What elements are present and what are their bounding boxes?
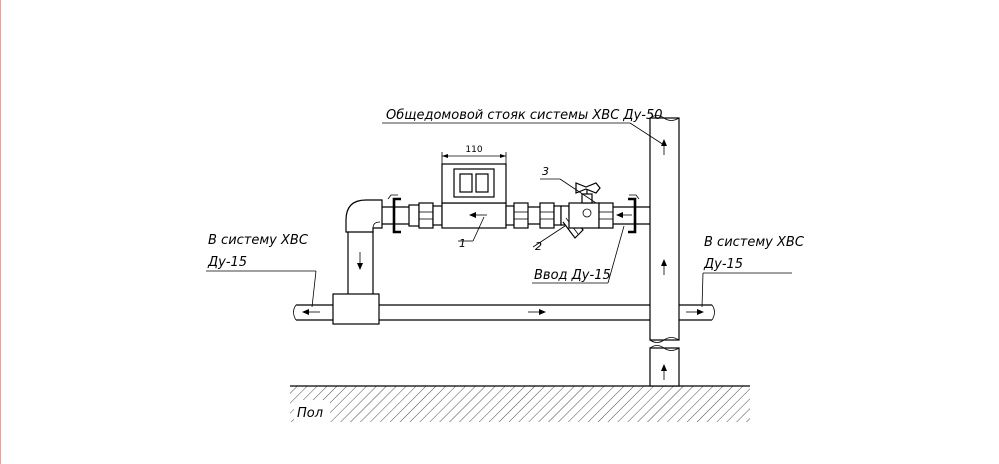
flow-arrow-down — [357, 252, 363, 270]
tee-fitting — [332, 293, 380, 325]
water-meter — [441, 163, 507, 229]
item-number-1: 1 — [459, 237, 466, 250]
coupling — [539, 202, 562, 229]
pipe-bracket-right — [616, 194, 640, 234]
right-system-label: В систему ХВС — [704, 235, 805, 250]
left-system-size-label: Ду-15 — [207, 255, 247, 270]
elbow-fitting — [345, 199, 383, 233]
coupling — [598, 202, 614, 229]
dimension-line: 110 — [441, 145, 507, 164]
flow-arrow-right — [528, 309, 546, 315]
union-nut — [505, 202, 529, 229]
item-number-2: 2 — [535, 240, 542, 253]
item-number-3: 3 — [542, 165, 549, 178]
dimension-value: 110 — [465, 145, 482, 155]
drop-pipe — [347, 230, 374, 294]
frame-border — [0, 0, 1, 464]
union-nut — [408, 202, 443, 229]
inlet-label: Ввод Ду-15 — [534, 268, 611, 283]
pipe-bracket-left — [387, 194, 401, 234]
ball-valve — [568, 182, 601, 229]
floor — [290, 385, 750, 422]
floor-label: Пол — [297, 406, 323, 421]
riser-pipe — [649, 115, 680, 387]
riser-label: Общедомовой стояк системы ХВС Ду-50 — [386, 108, 663, 123]
flow-arrow-up — [661, 364, 667, 380]
flow-arrow-right — [686, 309, 704, 315]
flow-arrow-left — [616, 212, 632, 218]
flow-arrow-left — [469, 212, 487, 218]
flow-arrow-left — [302, 309, 320, 315]
left-system-label: В систему ХВС — [208, 233, 309, 248]
right-system-size-label: Ду-15 — [703, 257, 743, 272]
flow-arrow-up — [661, 259, 667, 275]
leader-lines — [206, 122, 792, 308]
